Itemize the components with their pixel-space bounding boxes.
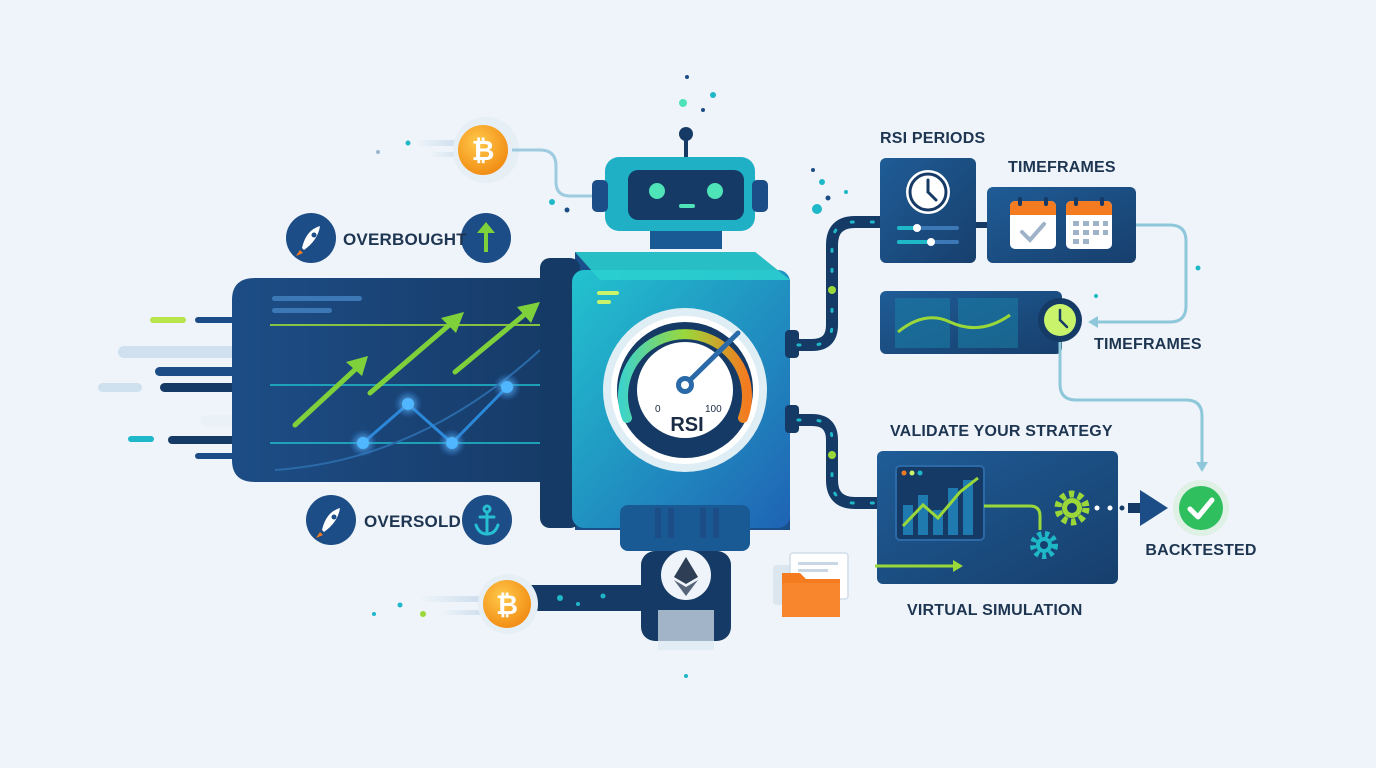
clock-icon	[1038, 298, 1082, 342]
timeframes-panel	[987, 187, 1136, 263]
strategy-panel	[875, 451, 1118, 584]
chart-data-points	[349, 373, 521, 457]
backtested-badge: BACKTESTED	[1145, 480, 1256, 559]
gauge-title: RSI	[670, 414, 703, 436]
output-pipes	[792, 216, 886, 509]
gauge-min-label: 0	[655, 404, 661, 415]
oversold-badge: OVERSOLD	[306, 495, 512, 545]
timeframes-side-label: TIMEFRAMES	[1094, 336, 1202, 353]
rocket-icon	[316, 508, 340, 538]
bitcoin-coin-top: ₿	[376, 117, 600, 213]
clock-icon	[906, 170, 950, 214]
period-sliders	[897, 224, 959, 246]
price-chart-panel	[232, 278, 565, 482]
gear-icon	[1054, 490, 1090, 526]
backtested-label: BACKTESTED	[1145, 542, 1256, 559]
virtual-simulation-label: VIRTUAL SIMULATION	[907, 602, 1082, 619]
rocket-icon	[296, 226, 320, 256]
gauge-needle	[682, 330, 741, 388]
sparkles-right	[811, 168, 1201, 298]
rsi-gauge: 0 100 RSI	[603, 308, 767, 472]
calendar-icon	[1066, 197, 1112, 249]
overbought-badge: OVERBOUGHT	[286, 213, 511, 263]
arrow-up-icon	[477, 222, 495, 252]
strategy-output-arrow	[1094, 490, 1168, 526]
bitcoin-icon: ₿	[472, 135, 495, 166]
rsi-periods-panel	[880, 158, 976, 263]
validate-strategy-label: VALIDATE YOUR STRATEGY	[890, 423, 1113, 440]
uptrend-arrows	[292, 307, 533, 428]
bottom-input-pipe: ₿	[372, 550, 731, 678]
gear-icon	[1030, 531, 1058, 559]
rsi-periods-label: RSI PERIODS	[880, 130, 985, 147]
oversold-label: OVERSOLD	[364, 512, 461, 531]
bitcoin-icon: ₿	[496, 590, 518, 620]
timeframes-top-label: TIMEFRAMES	[1008, 159, 1116, 176]
check-icon	[1179, 486, 1223, 530]
overbought-label: OVERBOUGHT	[343, 230, 467, 249]
anchor-icon	[474, 504, 500, 536]
gauge-max-label: 100	[705, 404, 722, 415]
calendar-icon	[1010, 197, 1056, 249]
ethereum-icon	[674, 557, 698, 596]
signal-panel	[880, 291, 1082, 354]
folder-icon	[773, 552, 849, 617]
robot-icon	[592, 75, 768, 249]
